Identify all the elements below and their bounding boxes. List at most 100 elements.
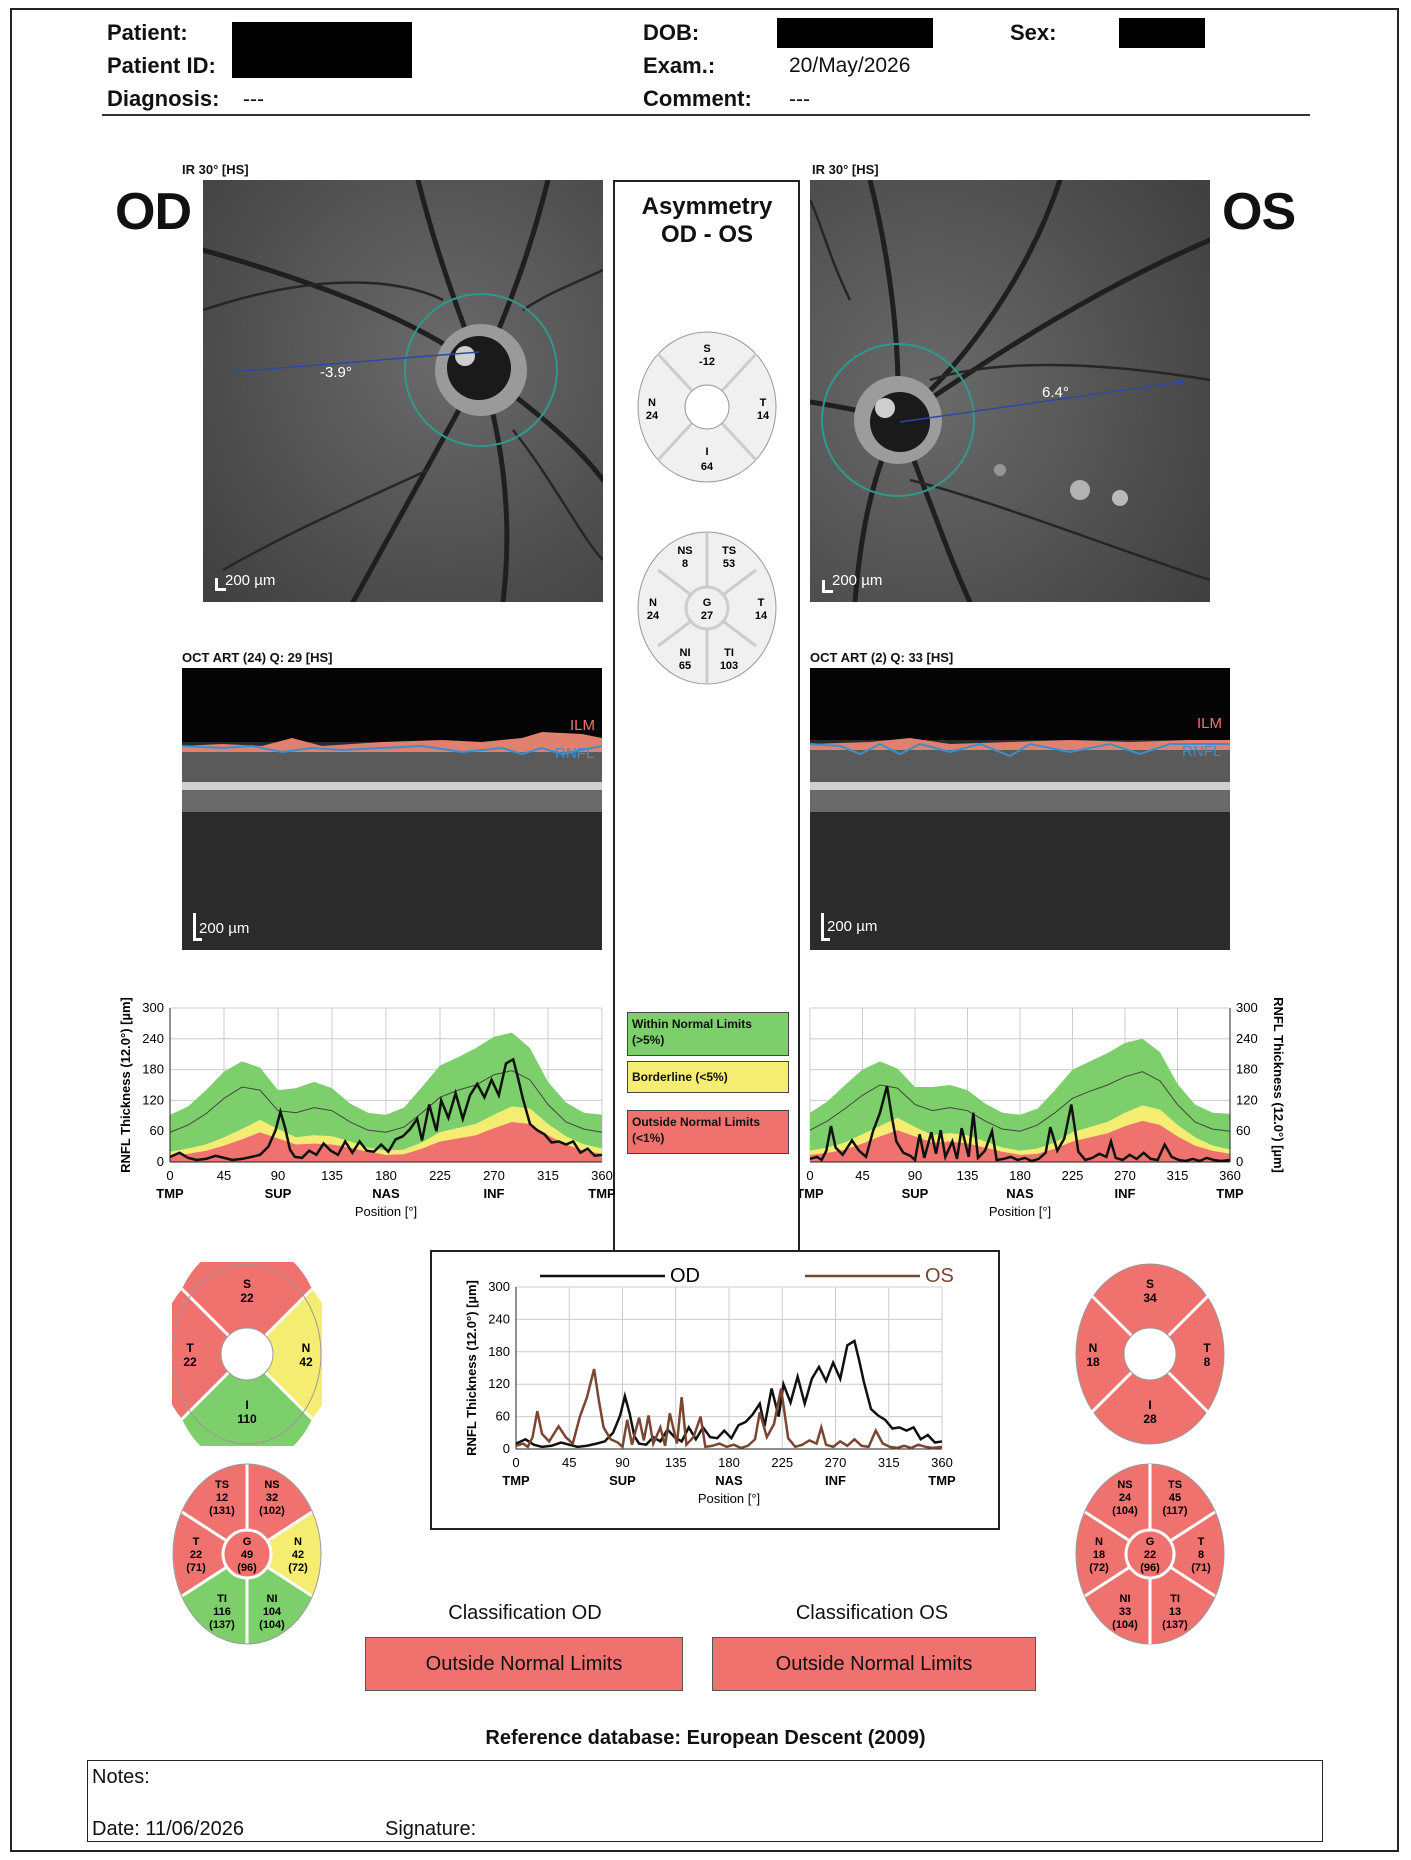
patient-label: Patient:: [107, 20, 188, 45]
x-tick-label: 0: [806, 1168, 813, 1183]
od-oct-drawing: [182, 668, 602, 950]
x-category-label: NAS: [715, 1473, 743, 1488]
od-fundus-drawing: [203, 180, 603, 602]
y-tick-label: 120: [488, 1376, 510, 1391]
os4-n-name: N: [1089, 1341, 1098, 1355]
od-rnfl-label: RNFL: [555, 745, 595, 762]
os-oct-drawing: [810, 668, 1230, 950]
od-ir-scalebar: [215, 578, 226, 591]
y-tick-label: 0: [157, 1154, 164, 1169]
asym4-s-value: -12: [699, 356, 715, 368]
asym4-n-value: 24: [646, 410, 659, 422]
x-category-label: INF: [825, 1473, 846, 1488]
od6-ts-value: 12: [216, 1492, 228, 1504]
y-tick-label: 120: [1236, 1092, 1258, 1107]
x-category-label: SUP: [902, 1186, 929, 1201]
od6-ni-name: NI: [267, 1593, 278, 1605]
os6-g-value: 22: [1144, 1549, 1156, 1561]
od-oct-scan: [182, 668, 602, 950]
od-angle-label: -3.9°: [320, 364, 352, 381]
x-tick-label: 270: [1114, 1168, 1136, 1183]
legend-os-label: OS: [925, 1265, 954, 1287]
od6-n-value: 42: [292, 1549, 304, 1561]
od-oct-scale-label: 200 µm: [199, 920, 250, 937]
x-tick-label: 90: [271, 1168, 285, 1183]
asym6-ni-value: 65: [679, 660, 691, 672]
asymmetry-six-sector-chart: NS 8 TS 53 N 24 G 27 T 14 NI 65 TI 103: [637, 531, 777, 685]
y-tick-label: 0: [503, 1441, 510, 1456]
os6-ni-value: 33: [1119, 1606, 1131, 1618]
x-category-label: INF: [484, 1186, 505, 1201]
asym6-ts-name: TS: [722, 545, 736, 557]
od4-i-value: 110: [237, 1412, 257, 1426]
od-ir-scale-label: 200 µm: [225, 572, 276, 589]
asym4-n-name: N: [648, 397, 656, 409]
outside-band: [170, 1121, 602, 1162]
x-axis-label: Position [°]: [698, 1491, 760, 1506]
x-tick-label: 45: [855, 1168, 869, 1183]
od4-t-value: 22: [183, 1355, 197, 1369]
page-frame: [10, 8, 1399, 1852]
y-tick-label: 240: [488, 1311, 510, 1326]
y-tick-label: 300: [142, 1000, 164, 1015]
os6-ts-value: 45: [1169, 1492, 1181, 1504]
x-tick-label: 315: [537, 1168, 559, 1183]
series-line-od: [169, 1057, 603, 1162]
asym6-g-name: G: [703, 597, 712, 609]
od-ir-caption: IR 30° [HS]: [182, 162, 249, 177]
od6-ts-ref: (131): [209, 1505, 235, 1517]
asym6-ti-name: TI: [724, 647, 734, 659]
x-tick-label: 90: [615, 1455, 629, 1470]
os4-t-value: 8: [1204, 1355, 1211, 1369]
os6-ti-name: TI: [1170, 1593, 1180, 1605]
y-axis-label: RNFL Thickness (12.0°) [µm]: [1271, 998, 1286, 1173]
od6-ti-ref: (137): [209, 1619, 235, 1631]
od4-s-name: S: [243, 1277, 251, 1291]
x-tick-label: 315: [1167, 1168, 1189, 1183]
asymmetry-title: Asymmetry OD - OS: [617, 193, 797, 249]
median-line: [169, 1070, 603, 1133]
x-tick-label: 135: [957, 1168, 979, 1183]
asym6-n-value: 24: [647, 610, 660, 622]
x-tick-label: 360: [591, 1168, 613, 1183]
od6-g-value: 49: [241, 1549, 253, 1561]
x-category-label: TMP: [800, 1186, 824, 1201]
os-ir-scale-label: 200 µm: [832, 572, 883, 589]
legend-outside-normal: Outside Normal Limits (<1%): [627, 1110, 789, 1154]
signature-label: Signature:: [385, 1818, 477, 1840]
os-ir-caption: IR 30° [HS]: [812, 162, 879, 177]
os4-t-name: T: [1203, 1341, 1211, 1355]
y-tick-label: 180: [142, 1062, 164, 1077]
x-tick-label: 180: [718, 1455, 740, 1470]
os4-n-value: 18: [1086, 1355, 1100, 1369]
asym6-n-name: N: [649, 597, 657, 609]
series-line-os: [515, 1368, 943, 1450]
x-category-label: INF: [1115, 1186, 1136, 1201]
os6-ns-ref: (104): [1112, 1505, 1138, 1517]
os4-s-value: 34: [1143, 1291, 1157, 1305]
x-category-label: TMP: [1216, 1186, 1244, 1201]
os-angle-label: 6.4°: [1042, 384, 1069, 401]
y-tick-label: 240: [1236, 1031, 1258, 1046]
od-eye-label: OD: [115, 183, 192, 241]
asym6-ni-name: NI: [680, 647, 691, 659]
x-axis-label: Position [°]: [355, 1204, 417, 1219]
x-tick-label: 45: [217, 1168, 231, 1183]
od-four-sector-chart: S 22 T 22 N 42 I 110: [172, 1262, 322, 1446]
asym4-i-value: 64: [701, 461, 714, 473]
x-tick-label: 180: [1009, 1168, 1031, 1183]
date-label: Date: 11/06/2026: [92, 1818, 244, 1840]
os4-s-name: S: [1146, 1277, 1154, 1291]
asym6-t-value: 14: [755, 610, 768, 622]
exam-label: Exam.:: [643, 53, 716, 78]
os-oct-caption: OCT ART (2) Q: 33 [HS]: [810, 650, 954, 665]
od6-ns-ref: (102): [259, 1505, 285, 1517]
od-six-sector-chart: TS 12 (131) NS 32 (102) T 22 (71) G 49 (…: [172, 1463, 322, 1645]
notes-box[interactable]: [87, 1760, 1323, 1842]
y-tick-label: 240: [142, 1031, 164, 1046]
od6-t-ref: (71): [186, 1562, 206, 1574]
od6-n-name: N: [294, 1536, 302, 1548]
os6-ni-name: NI: [1120, 1593, 1131, 1605]
od4-t-name: T: [186, 1341, 194, 1355]
